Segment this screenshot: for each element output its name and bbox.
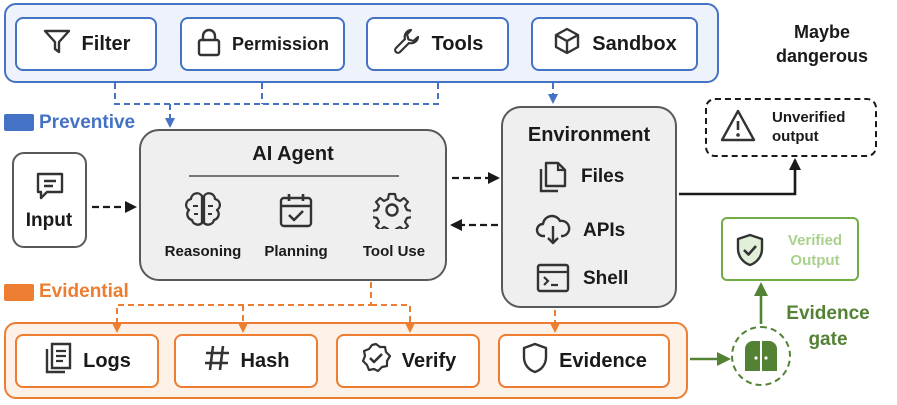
unverified-output-box: Unverified output — [705, 98, 877, 157]
terminal-icon — [536, 263, 570, 298]
danger-note: Maybe dangerous — [775, 22, 868, 66]
hash-tile: Hash — [174, 334, 318, 388]
shield-icon — [521, 342, 549, 380]
message-icon — [34, 170, 66, 207]
verify-tile: Verify — [336, 334, 480, 388]
logs-tile: Logs — [15, 334, 159, 388]
preventive-connectors — [114, 83, 558, 128]
hash-icon — [203, 343, 231, 379]
connector-tools — [262, 83, 439, 105]
input-label: Input — [25, 210, 73, 231]
filter-tile: Filter — [15, 17, 157, 71]
evidential-legend-swatch — [4, 284, 34, 301]
files-label: Files — [581, 166, 625, 187]
reasoning-label: Reasoning — [164, 243, 242, 260]
files-icon — [536, 160, 568, 199]
brain-icon — [185, 191, 221, 234]
documents-icon — [43, 342, 73, 380]
evidence-gate-ring — [731, 326, 791, 386]
agent-divider — [189, 175, 399, 177]
tool-use-label: Tool Use — [362, 243, 426, 260]
verified-label: Verified Output — [787, 232, 843, 269]
permission-label: Permission — [231, 33, 330, 54]
shield-check-icon — [735, 233, 765, 272]
planning-label: Planning — [264, 243, 328, 260]
hash-label: Hash — [240, 349, 290, 372]
calendar-check-icon — [278, 191, 314, 234]
sandbox-label: Sandbox — [592, 32, 677, 55]
evidence-gate-label: Evidence gate — [786, 303, 870, 350]
evidential-legend-label: Evidential — [39, 281, 129, 302]
verified-output-box: Verified Output — [721, 217, 859, 281]
evidential-connectors — [112, 282, 560, 333]
wrench-icon — [392, 26, 422, 62]
gate-icon — [743, 339, 779, 378]
permission-tile: Permission — [180, 17, 345, 71]
evidence-tile: Evidence — [498, 334, 670, 388]
connector-verify — [371, 304, 415, 333]
filter-label: Filter — [81, 32, 131, 55]
shell-label: Shell — [583, 268, 629, 289]
warning-icon — [719, 108, 757, 149]
tools-tile: Tools — [366, 17, 509, 71]
sandbox-tile: Sandbox — [531, 17, 698, 71]
connector-filter — [114, 83, 262, 105]
ai-agent-box: AI Agent Reasoning Planning Tool Use — [139, 129, 447, 281]
logs-label: Logs — [83, 349, 131, 372]
cloud-download-icon — [535, 212, 571, 251]
preventive-legend-label: Preventive — [39, 112, 136, 133]
agent-title: AI Agent — [252, 143, 334, 165]
filter-icon — [42, 26, 72, 62]
apis-label: APIs — [583, 220, 626, 241]
evidence-label: Evidence — [559, 349, 647, 372]
verify-label: Verify — [401, 349, 457, 372]
unverified-label: Unverified output — [772, 109, 846, 145]
arrow-env-unverified — [679, 158, 801, 196]
flow-arrows — [92, 158, 801, 231]
tools-label: Tools — [431, 32, 484, 55]
preventive-legend-swatch — [4, 114, 34, 131]
cube-icon — [552, 26, 582, 62]
environment-box: Environment Files APIs Shell — [501, 106, 677, 308]
input-box: Input — [12, 152, 87, 248]
badge-check-icon — [360, 342, 392, 380]
gate-arrows — [690, 282, 768, 366]
lock-icon — [196, 27, 222, 62]
environment-title: Environment — [527, 124, 651, 146]
